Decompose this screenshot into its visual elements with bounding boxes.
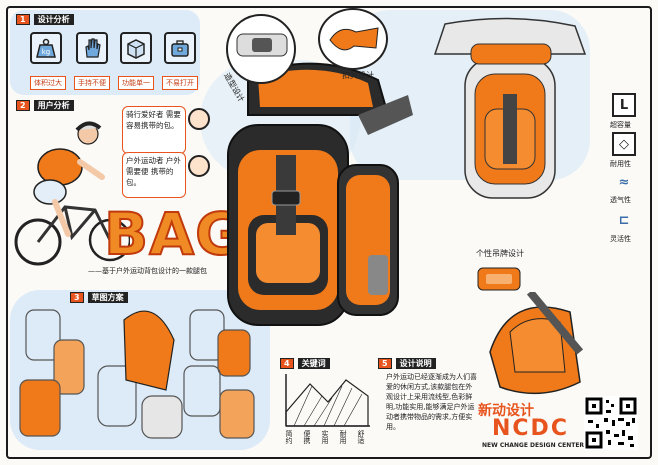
keyword: 实用 <box>321 430 329 444</box>
section-number: 5 <box>378 358 392 369</box>
kg-weight-icon: kg <box>30 32 62 64</box>
feature-label: 透气性 <box>610 196 631 204</box>
buckle-callout: 扣具设计 <box>342 71 374 80</box>
user-note-box <box>122 152 186 198</box>
qr-code-icon <box>584 396 638 450</box>
section-label: 设计说明 <box>395 358 436 369</box>
feature-label: 耐用性 <box>610 160 631 168</box>
leg-bag-render <box>489 292 584 395</box>
section-label: 设计分析 <box>33 14 74 25</box>
section-number: 2 <box>16 100 30 111</box>
section-label: 用户分析 <box>33 100 74 111</box>
breathable-icon: ≈ <box>612 170 636 194</box>
feature-glyph: ≈ <box>618 174 630 190</box>
hand-icon <box>76 32 108 64</box>
headline-subtitle: ——基于户外运动背包设计的一款腿包 <box>88 267 207 275</box>
brand-cn: 新动设计 <box>478 403 534 419</box>
section-label: 关键词 <box>297 358 330 369</box>
back-view-bag <box>433 17 587 199</box>
briefcase-icon <box>164 32 196 64</box>
brand-en: NEW CHANGE DESIGN CENTER <box>482 442 585 449</box>
brand-logo: NCDC <box>492 416 569 441</box>
design-issue-label: 体积过大 <box>30 76 66 90</box>
svg-text:kg: kg <box>42 48 51 56</box>
design-description: 户外运动已经逐渐成为人们喜爱的休闲方式,该款腿包在外观设计上采用流线型,色彩鲜明… <box>386 373 477 431</box>
section-2-title: 2 用户分析 <box>16 100 74 111</box>
keyword: 耐用 <box>339 430 347 444</box>
keyword: 简约 <box>285 430 293 444</box>
section-4-title: 4 关键词 <box>280 358 330 369</box>
section-number: 4 <box>280 358 294 369</box>
feature-glyph: ⊏ <box>618 212 630 228</box>
keyword-chart <box>285 374 370 427</box>
feature-glyph: L <box>619 97 629 113</box>
sketch-options <box>19 309 255 439</box>
design-issue-label: 功能单一 <box>118 76 154 90</box>
flexibility-icon: ⊏ <box>612 208 636 232</box>
feature-glyph: ◇ <box>619 136 629 152</box>
keyword: 舒适 <box>357 430 365 444</box>
user-avatar-icon <box>188 155 210 177</box>
box-icon <box>120 32 152 64</box>
section-5-title: 5 设计说明 <box>378 358 436 369</box>
user-note-box <box>122 106 186 154</box>
user-avatar-icon <box>188 108 210 130</box>
tag-callout: 个性吊牌设计 <box>476 249 524 258</box>
section-1-title: 1 设计分析 <box>16 14 74 25</box>
design-issue-label: 不易打开 <box>162 76 198 90</box>
tag-detail-sketch <box>477 267 521 291</box>
buckle-detail-sketch <box>329 27 379 51</box>
cyclist-sketch <box>14 121 130 266</box>
section-number: 1 <box>16 14 30 25</box>
design-issue-label: 手持不便 <box>74 76 110 90</box>
user-note: 户外运动者 户外需要便 携带的包。 <box>126 156 181 187</box>
feature-label: 超容量 <box>610 121 631 129</box>
durability-icon: ◇ <box>612 132 636 156</box>
keyword: 便携 <box>303 430 311 444</box>
user-note: 骑行爱好者 需要容易携带的包。 <box>126 110 181 130</box>
headline-bag: BAG <box>103 200 244 268</box>
section-label: 草图方案 <box>87 292 128 303</box>
sheet-border <box>6 6 652 459</box>
strap-detail-sketch <box>236 33 288 57</box>
capacity-icon: L <box>612 93 636 117</box>
main-bag-render <box>227 62 413 326</box>
section-number: 3 <box>70 292 84 303</box>
feature-label: 灵活性 <box>610 235 631 243</box>
section-3-title: 3 草图方案 <box>70 292 128 303</box>
